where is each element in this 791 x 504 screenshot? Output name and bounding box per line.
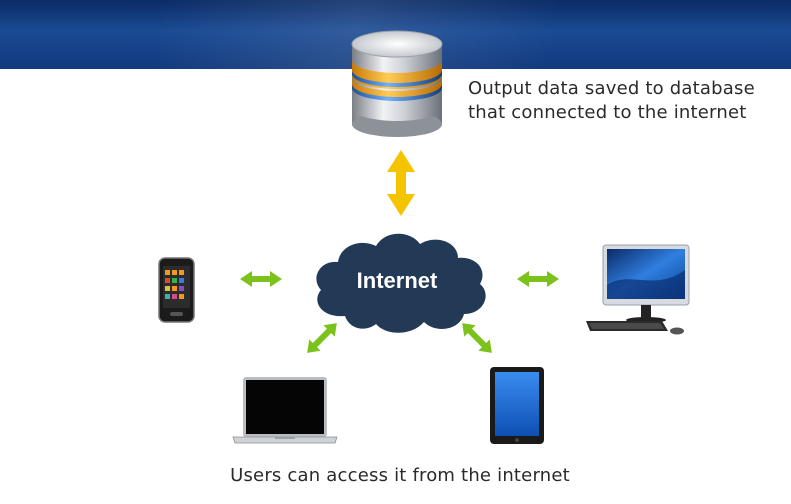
database-caption: Output data saved to database that conne… bbox=[468, 77, 778, 125]
database-caption-line-2: that connected to the internet bbox=[468, 102, 747, 123]
database-caption-line-1: Output data saved to database bbox=[468, 78, 755, 99]
tablet-icon bbox=[490, 367, 544, 444]
cloud-label: Internet bbox=[357, 268, 438, 293]
phone-link-arrow bbox=[240, 271, 282, 287]
internet-cloud bbox=[316, 233, 486, 333]
smartphone-icon bbox=[158, 257, 195, 323]
laptop-link-arrow bbox=[307, 323, 337, 353]
tablet-link-arrow bbox=[462, 323, 492, 353]
database-link-arrow bbox=[387, 150, 415, 216]
database-icon bbox=[351, 30, 443, 137]
desktop-link-arrow bbox=[517, 271, 559, 287]
laptop-icon bbox=[232, 377, 338, 444]
users-caption: Users can access it from the internet bbox=[230, 465, 570, 486]
desktop-computer-icon bbox=[586, 244, 690, 335]
